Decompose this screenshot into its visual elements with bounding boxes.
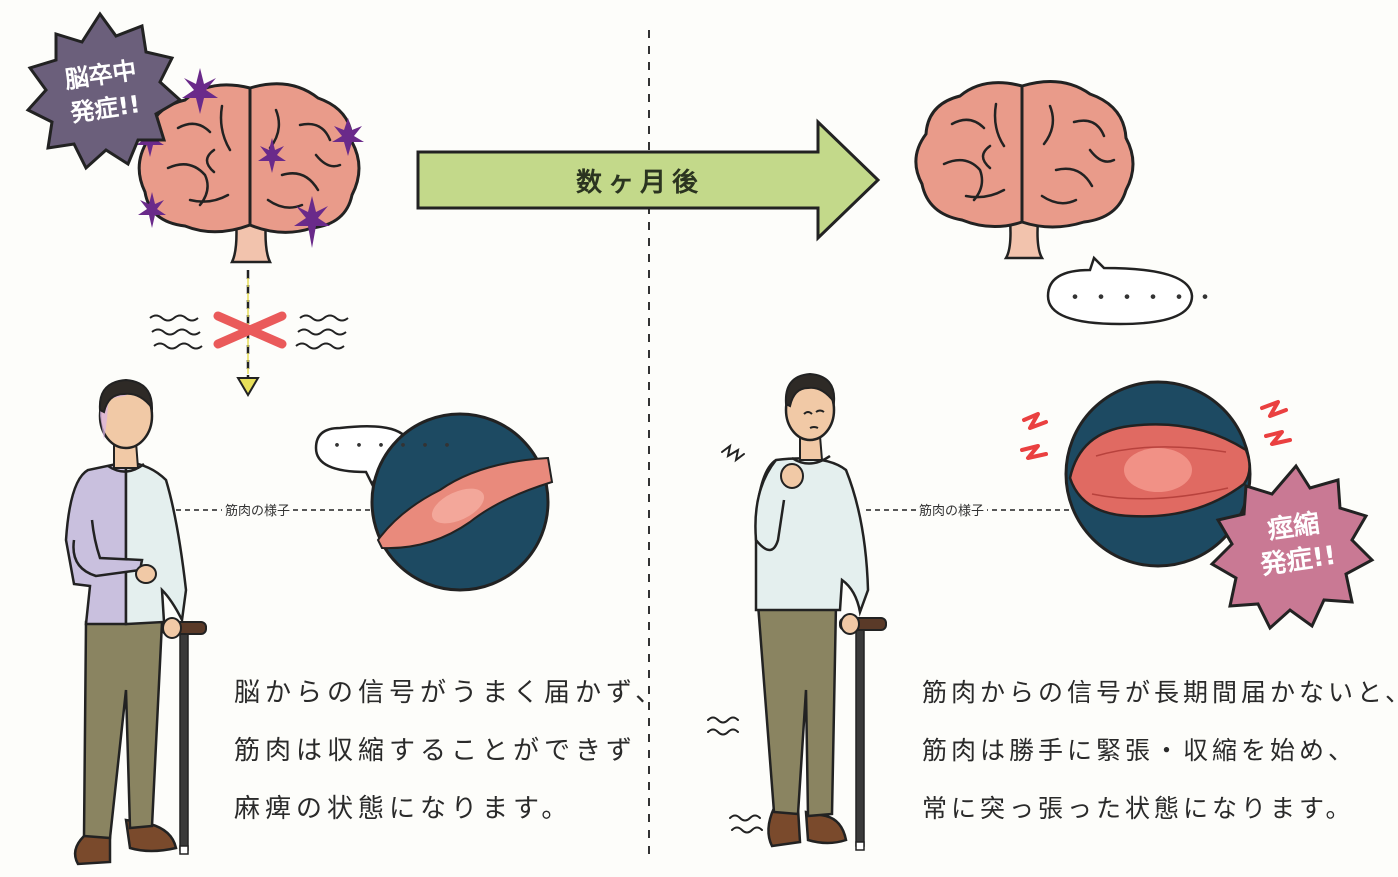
time-arrow-label: 数ヶ月後 <box>575 168 704 198</box>
person-paralyzed-figure <box>64 378 207 866</box>
caption-before-line-3: 麻痺の状態になります。 <box>234 794 573 824</box>
caption-before-line-2: 筋肉は収縮することができず <box>234 736 638 766</box>
speech-bubble-brain <box>1046 255 1194 326</box>
muscle-contracted-icon <box>1068 423 1251 518</box>
stroke-badge-shape <box>25 11 183 171</box>
brain-stroke-icon <box>137 82 361 264</box>
muscle-relaxed-icon <box>376 456 554 550</box>
speech-bubble-text-brain: ・・・・・・ <box>1064 286 1221 311</box>
muscle-label-right: 筋肉の様子 <box>916 500 988 519</box>
caption-after-line-1: 筋肉からの信号が長期間届かないと、 <box>922 678 1398 707</box>
spasticity-badge-shape <box>1209 463 1375 631</box>
vibration-lines-left-icon <box>149 314 203 350</box>
time-arrow-shape <box>416 118 881 242</box>
caption-after-line-2: 筋肉は勝手に緊張・収縮を始め、 <box>922 736 1358 765</box>
caption-after: 筋肉からの信号が長期間届かないと、 筋肉は勝手に緊張・収縮を始め、 常に突っ張っ… <box>922 664 1398 838</box>
tension-zigzag-icon <box>1020 400 1292 460</box>
brain-recovered-icon <box>914 80 1135 260</box>
muscle-label-left: 筋肉の様子 <box>222 500 294 519</box>
blocked-signal-arrowhead <box>236 377 260 397</box>
speech-bubble-text-muscle: ・・・・・・ <box>328 436 460 457</box>
vibration-lines-right-icon <box>295 314 349 350</box>
caption-after-line-3: 常に突っ張った状態になります。 <box>922 794 1355 823</box>
tremor-marks-icon <box>707 443 763 834</box>
caption-before-line-1: 脳からの信号がうまく届かず、 <box>234 678 667 708</box>
caption-before: 脳からの信号がうまく届かず、 筋肉は収縮することができず 麻痺の状態になります。 <box>234 664 666 838</box>
person-spastic-figure <box>754 372 887 851</box>
cross-mark-icon <box>213 311 287 349</box>
